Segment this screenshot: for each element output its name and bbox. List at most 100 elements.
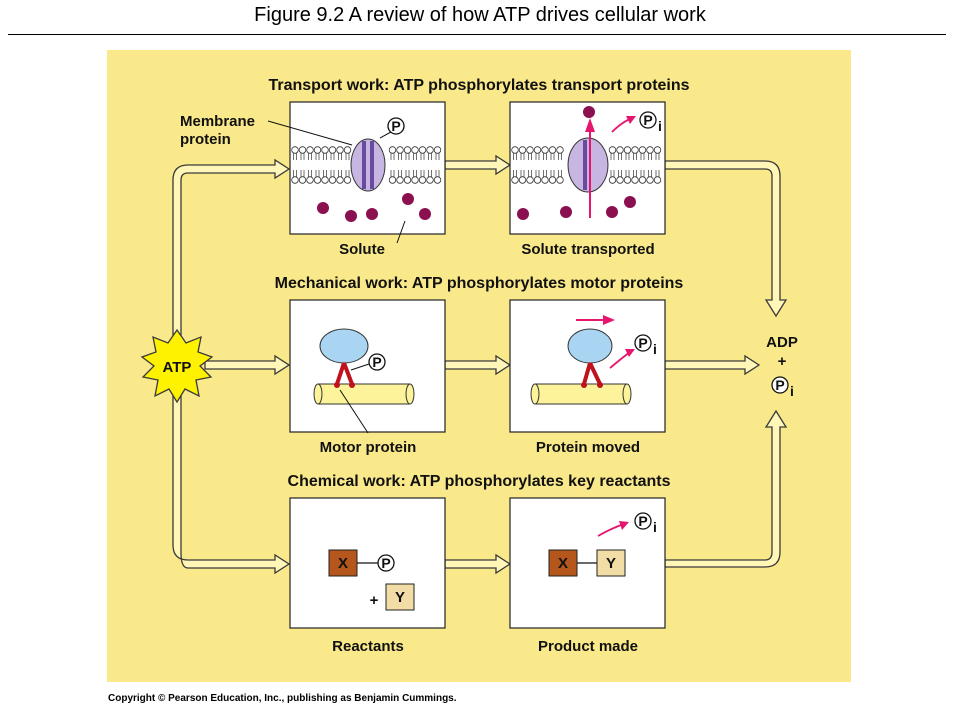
panel-mechanical-before xyxy=(289,299,446,433)
phospholipid-tail xyxy=(528,170,532,177)
solute-transport-arrow xyxy=(585,118,595,218)
product-y-box: Y xyxy=(596,549,626,577)
phospholipid-tail xyxy=(625,170,630,177)
phospholipid-head xyxy=(388,146,397,154)
phospholipid-head xyxy=(396,146,404,154)
motion-arrow xyxy=(576,315,615,325)
caption-product-made: Product made xyxy=(538,638,638,655)
phospholipid-head xyxy=(526,176,534,184)
pi-letter-chem: P xyxy=(638,513,647,529)
phospholipid-head xyxy=(548,176,557,184)
phospholipid-head xyxy=(306,176,314,184)
phosphate-icon-motor: P xyxy=(368,353,386,371)
adp-label: ADP xyxy=(766,334,798,351)
phospholipid-head xyxy=(646,176,654,184)
phospholipid-tail xyxy=(330,170,335,177)
cytoskeleton-filament-right xyxy=(530,383,632,405)
copyright-notice: Copyright © Pearson Education, Inc., pub… xyxy=(108,693,457,704)
phospholipid-head xyxy=(343,176,352,184)
phospholipid-head xyxy=(511,146,519,154)
phospholipid-head xyxy=(298,176,307,184)
pi-icon-chem: P i xyxy=(634,512,657,535)
phospholipid-tail xyxy=(550,153,555,160)
phospholipid-head xyxy=(541,176,549,184)
product-x-label: X xyxy=(558,555,568,572)
phospholipid-head xyxy=(526,146,534,154)
pi-letter: P xyxy=(643,112,652,128)
membrane-protein-callout-line2: protein xyxy=(180,131,231,148)
phospholipid-tail xyxy=(300,170,305,177)
membrane-bilayer-right xyxy=(511,146,662,184)
atp-label: ATP xyxy=(163,359,192,376)
phospholipid-head xyxy=(608,176,617,184)
atp-distribution-arrows xyxy=(172,158,291,575)
phospholipid-head xyxy=(533,176,542,184)
caption-reactants: Reactants xyxy=(332,638,404,655)
phospholipid-head xyxy=(328,176,337,184)
phospholipid-tail xyxy=(513,170,517,177)
pi-release-arrow-motor xyxy=(609,349,635,369)
phospholipid-tail xyxy=(535,153,540,160)
page-title: Figure 9.2 A review of how ATP drives ce… xyxy=(254,4,706,26)
phospholipid-tail xyxy=(293,170,297,177)
phospholipid-tail xyxy=(338,153,342,160)
phospholipid-tail xyxy=(610,170,615,177)
membrane-protein-open xyxy=(567,137,609,193)
phosphate-letter: P xyxy=(391,118,400,134)
phospholipid-tail xyxy=(293,153,297,160)
phospholipid-head xyxy=(426,176,434,184)
phospholipid-head xyxy=(426,146,434,154)
adp-return-arrows xyxy=(664,160,788,568)
pi-icon-motor: P i xyxy=(634,334,657,357)
phospholipid-head xyxy=(306,146,314,154)
phospholipid-tail xyxy=(535,170,540,177)
phospholipid-head xyxy=(291,146,299,154)
phospholipid-head xyxy=(541,146,549,154)
membrane-protein xyxy=(350,138,386,192)
phospholipid-tail xyxy=(308,170,312,177)
phospholipid-tail xyxy=(323,153,327,160)
phospholipid-head xyxy=(313,176,322,184)
phospholipid-head xyxy=(433,146,442,154)
phospholipid-head xyxy=(518,176,527,184)
phospholipid-tail xyxy=(428,153,432,160)
caption-motor-protein: Motor protein xyxy=(320,439,417,456)
caption-solute: Solute xyxy=(339,241,385,258)
phospholipid-tail xyxy=(435,153,440,160)
phospholipid-tail xyxy=(405,170,410,177)
phospholipid-tail xyxy=(610,153,615,160)
phosphate-letter-motor: P xyxy=(372,354,381,370)
phospholipid-tail xyxy=(308,153,312,160)
phospholipid-tail xyxy=(648,170,652,177)
phospholipid-head xyxy=(638,176,647,184)
caption-solute-transported: Solute transported xyxy=(521,241,654,258)
phospholipid-tail xyxy=(618,170,622,177)
phospholipid-tail xyxy=(420,170,425,177)
phospholipid-head xyxy=(343,146,352,154)
section-title-transport: Transport work: ATP phosphorylates trans… xyxy=(268,77,689,94)
phospholipid-tail xyxy=(633,170,637,177)
phospholipid-tail xyxy=(640,170,645,177)
phospholipid-head xyxy=(556,176,564,184)
phospholipid-head xyxy=(336,176,344,184)
phospholipid-head xyxy=(336,146,344,154)
phospholipid-tail xyxy=(558,153,562,160)
membrane-protein-callout-line1: Membrane xyxy=(180,113,255,130)
phospholipid-tail xyxy=(345,170,350,177)
phospholipid-tail xyxy=(625,153,630,160)
phospholipid-tail xyxy=(315,153,320,160)
solute-molecules-left xyxy=(317,193,431,222)
phosphate-letter-chem: P xyxy=(381,555,390,571)
motor-protein-moved xyxy=(567,328,613,388)
pi-subscript-motor: i xyxy=(653,341,657,357)
adp-plus: + xyxy=(778,353,787,370)
phospholipid-tail xyxy=(648,153,652,160)
pi-release-arrow-chem xyxy=(597,521,629,537)
pi-release-arrow-transport xyxy=(611,116,636,133)
phospholipid-head xyxy=(623,176,632,184)
phospholipid-head xyxy=(548,146,557,154)
phospholipid-tail xyxy=(398,170,402,177)
phospholipid-tail xyxy=(428,170,432,177)
phospholipid-tail xyxy=(618,153,622,160)
phospholipid-head xyxy=(396,176,404,184)
